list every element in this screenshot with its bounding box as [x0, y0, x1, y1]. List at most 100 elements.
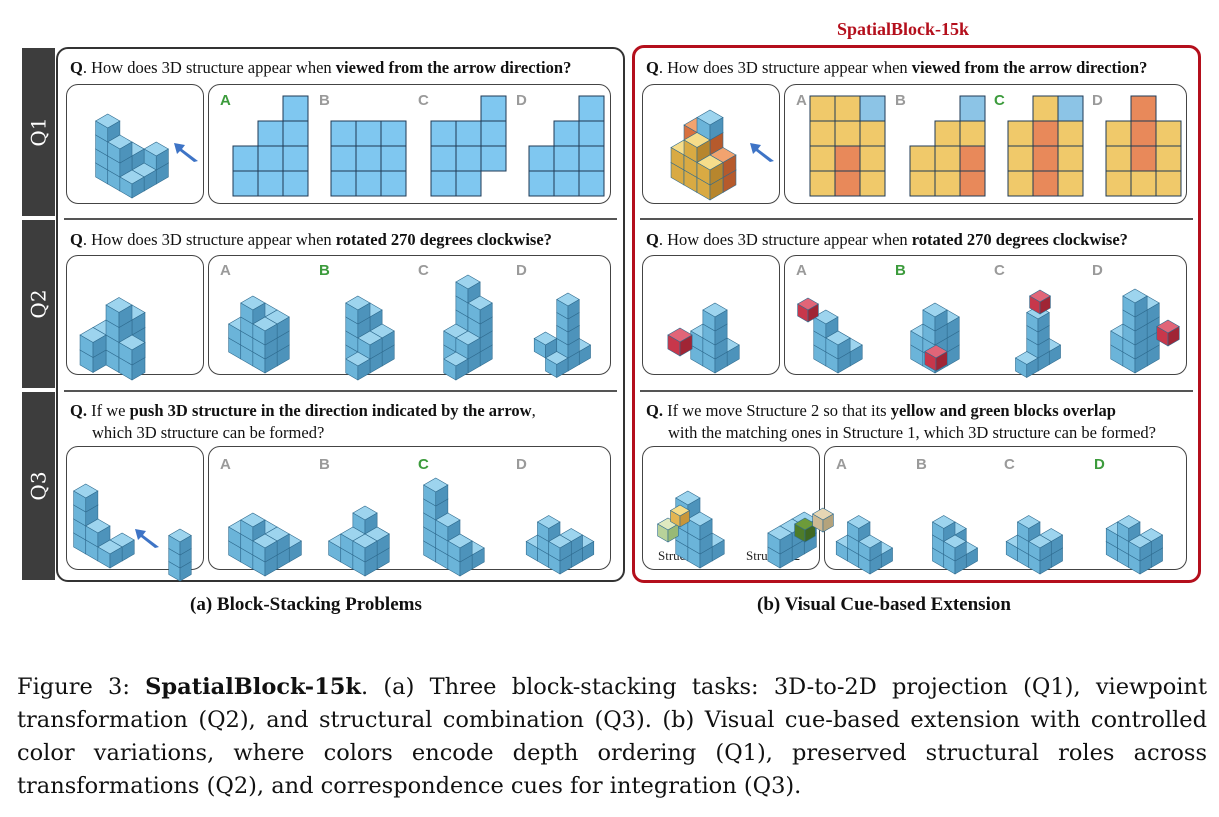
grid-cell — [1155, 170, 1182, 197]
cube-face — [822, 513, 834, 533]
projection-grid — [1105, 95, 1182, 197]
grid-cell — [355, 145, 382, 172]
cube-face — [1037, 311, 1050, 333]
cube-face — [1167, 325, 1180, 347]
cube — [794, 517, 816, 543]
projection-grid — [809, 95, 886, 197]
grid-cell — [553, 145, 580, 172]
grid-cell — [578, 145, 605, 172]
cube-face — [369, 337, 383, 360]
cube-face — [556, 357, 569, 379]
grid-cell — [480, 145, 507, 172]
cube-face — [559, 540, 572, 562]
option-letter: D — [516, 262, 527, 279]
grid-cell — [1032, 120, 1059, 147]
option-letter: D — [1094, 456, 1105, 473]
cube — [657, 517, 679, 543]
cube — [1122, 288, 1148, 318]
grid-cell — [282, 170, 309, 197]
grid-cell — [455, 145, 482, 172]
cube — [352, 533, 378, 563]
grid-cell — [834, 120, 861, 147]
option-letter: C — [994, 262, 1005, 279]
option-letter: D — [516, 92, 527, 109]
cube — [435, 512, 461, 542]
grid-cell — [455, 170, 482, 197]
cube — [443, 351, 469, 381]
separator — [64, 218, 617, 220]
cube — [1029, 289, 1051, 315]
cube — [118, 334, 146, 366]
question-b1: Q. How does 3D structure appear when vie… — [646, 58, 1148, 77]
grid-cell — [859, 145, 886, 172]
grid-cell — [859, 170, 886, 197]
cube-face — [679, 334, 693, 357]
option-letter: A — [796, 92, 807, 109]
option-letter: B — [895, 92, 906, 109]
cube-face — [709, 116, 724, 141]
panel-a — [56, 47, 625, 582]
projection-grid — [330, 120, 407, 197]
cube — [548, 534, 572, 562]
grid-cell — [809, 95, 836, 122]
option-letter: C — [418, 92, 429, 109]
option-letter: A — [220, 92, 231, 109]
option-letter: B — [916, 456, 927, 473]
cube — [812, 507, 834, 533]
grid-cell — [809, 145, 836, 172]
grid-cell — [430, 145, 457, 172]
option-letter: C — [418, 456, 429, 473]
grid-cell — [959, 120, 986, 147]
cube-face — [85, 490, 99, 513]
option-letter: B — [895, 262, 906, 279]
cube-face — [837, 337, 851, 360]
grid-cell — [1007, 170, 1034, 197]
option-letter: C — [1004, 456, 1015, 473]
separator — [640, 218, 1193, 220]
grid-cell — [909, 145, 936, 172]
cube — [252, 316, 278, 346]
grid-cell — [959, 145, 986, 172]
question-a2: Q. How does 3D structure appear when rot… — [70, 230, 552, 249]
cube — [105, 297, 133, 329]
grid-cell — [934, 120, 961, 147]
option-letter: D — [1092, 262, 1103, 279]
separator — [640, 390, 1193, 392]
cube-face — [131, 176, 145, 199]
cube — [168, 528, 192, 556]
grid-cell — [1130, 120, 1157, 147]
grid-cell — [1130, 145, 1157, 172]
grid-cell — [380, 145, 407, 172]
figure-title: SpatialBlock-15k — [837, 19, 970, 39]
cube-face — [109, 546, 123, 569]
cube-face — [954, 540, 967, 562]
question-a1: Q. How does 3D structure appear when vie… — [70, 58, 572, 77]
grid-cell — [257, 170, 284, 197]
cube — [556, 292, 580, 320]
cube-face — [357, 302, 371, 325]
cube — [825, 330, 851, 360]
cube-face — [779, 532, 793, 555]
arrow-icon — [750, 143, 774, 162]
row-label-q3: Q3 — [22, 392, 55, 580]
grid-cell — [578, 170, 605, 197]
grid-cell — [430, 170, 457, 197]
cube-face — [179, 534, 192, 556]
cube — [345, 295, 371, 325]
grid-cell — [1032, 170, 1059, 197]
cube — [423, 477, 449, 507]
grid-cell — [455, 120, 482, 147]
cube — [669, 504, 691, 528]
cube — [1116, 515, 1141, 543]
grid-cell — [355, 170, 382, 197]
question-b2: Q. How does 3D structure appear when rot… — [646, 230, 1128, 249]
grid-cell — [1057, 120, 1084, 147]
cube-face — [714, 309, 728, 332]
cube — [696, 109, 724, 141]
cube-face — [119, 141, 133, 164]
projection-grid — [909, 95, 986, 197]
grid-cell — [232, 170, 259, 197]
cube-face — [1026, 357, 1039, 379]
option-letter: A — [836, 456, 847, 473]
